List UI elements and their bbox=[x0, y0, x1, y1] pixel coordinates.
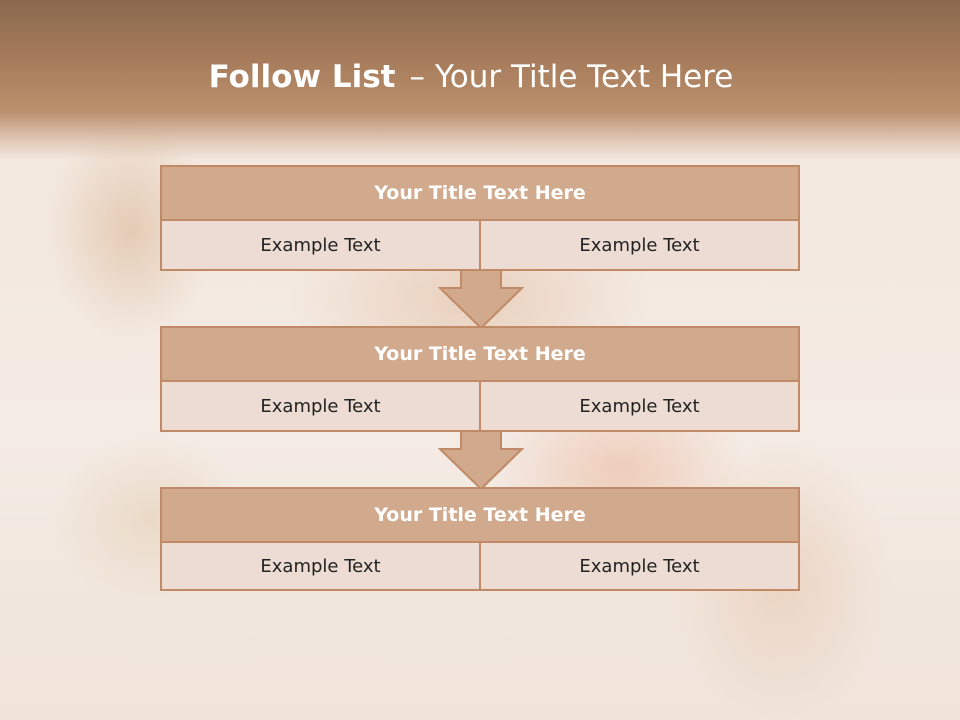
step-row: Example Text Example Text bbox=[160, 382, 800, 432]
step-title: Your Title Text Here bbox=[160, 326, 800, 382]
step-cell-right: Example Text bbox=[481, 221, 800, 271]
slide-title-bold: Follow List bbox=[208, 59, 396, 95]
step-cell-right: Example Text bbox=[481, 543, 800, 591]
step-row: Example Text Example Text bbox=[160, 543, 800, 591]
slide-title: Follow List–Your Title Text Here bbox=[0, 54, 960, 100]
step-cell-left: Example Text bbox=[160, 221, 481, 271]
step-title: Your Title Text Here bbox=[160, 165, 800, 221]
slide-title-dash: – bbox=[409, 59, 425, 95]
down-arrow-icon bbox=[438, 431, 524, 491]
step-title: Your Title Text Here bbox=[160, 487, 800, 543]
step-block-3: Your Title Text Here Example Text Exampl… bbox=[160, 487, 800, 591]
step-block-1: Your Title Text Here Example Text Exampl… bbox=[160, 165, 800, 271]
slide-title-rest: Your Title Text Here bbox=[434, 59, 734, 95]
step-cell-left: Example Text bbox=[160, 382, 481, 432]
step-block-2: Your Title Text Here Example Text Exampl… bbox=[160, 326, 800, 432]
step-cell-right: Example Text bbox=[481, 382, 800, 432]
step-row: Example Text Example Text bbox=[160, 221, 800, 271]
step-cell-left: Example Text bbox=[160, 543, 481, 591]
header-band bbox=[0, 0, 960, 160]
down-arrow-icon bbox=[438, 270, 524, 330]
